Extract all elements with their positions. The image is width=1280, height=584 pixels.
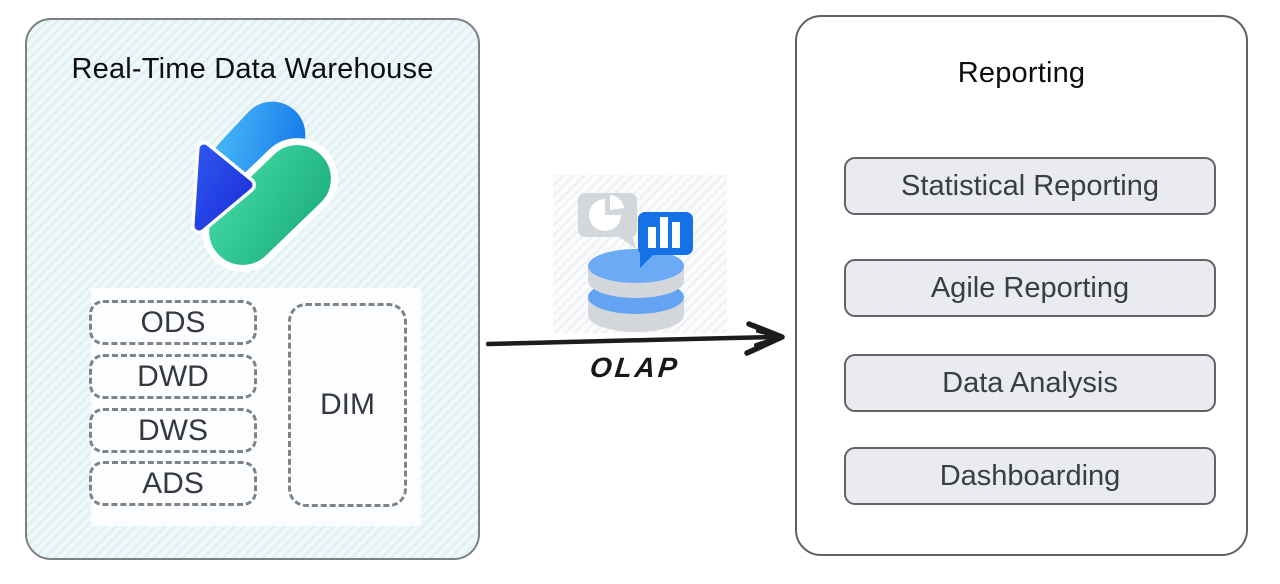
realtime-warehouse-panel: Real-Time Data Warehouse xyxy=(25,18,480,560)
layer-box-dim: DIM xyxy=(288,303,407,507)
bar-chart-bubble-icon xyxy=(638,212,693,268)
pie-chart-bubble-icon xyxy=(578,193,637,249)
data-warehouse-logo-icon xyxy=(180,92,356,274)
layer-box-ods: ODS xyxy=(89,300,257,345)
layer-box-dwd: DWD xyxy=(89,354,257,399)
database-cylinder-icon xyxy=(588,249,684,332)
layer-label: DWD xyxy=(137,359,209,393)
arrow-svg xyxy=(485,321,785,356)
layer-label: ADS xyxy=(142,466,204,500)
report-item-label: Dashboarding xyxy=(939,459,1121,492)
warehouse-panel-title: Real-Time Data Warehouse xyxy=(71,53,434,85)
report-item-dashboarding: Dashboarding xyxy=(844,447,1216,505)
layer-label: ODS xyxy=(140,305,206,339)
report-item-statistical-reporting: Statistical Reporting xyxy=(844,157,1216,215)
report-item-data-analysis: Data Analysis xyxy=(844,354,1216,412)
reporting-panel: Reporting Statistical Reporting Agile Re… xyxy=(795,15,1248,556)
olap-label: OLAP xyxy=(588,352,682,383)
flow-arrow-icon xyxy=(485,320,792,362)
layer-label: DIM xyxy=(320,388,375,421)
olap-icon-svg xyxy=(578,193,693,332)
logo-triangle-darkblue xyxy=(194,144,253,231)
reporting-panel-title: Reporting xyxy=(957,57,1086,89)
report-item-label: Agile Reporting xyxy=(930,271,1130,304)
layer-box-ads: ADS xyxy=(89,461,257,506)
layer-label: DWS xyxy=(138,413,208,447)
database-analytics-icon xyxy=(553,175,727,333)
report-item-label: Data Analysis xyxy=(942,366,1118,399)
report-item-label: Statistical Reporting xyxy=(901,169,1159,202)
warehouse-logo-svg xyxy=(191,101,338,272)
report-item-agile-reporting: Agile Reporting xyxy=(844,259,1216,317)
layer-box-dws: DWS xyxy=(89,408,257,453)
